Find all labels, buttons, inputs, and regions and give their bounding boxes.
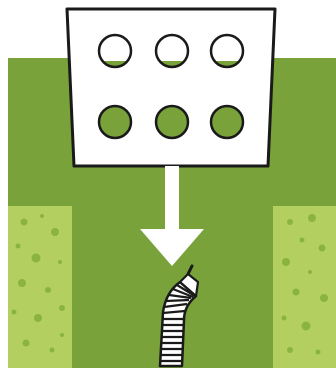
- filled-circle: [209, 104, 245, 140]
- bottom-circle-row: [97, 104, 245, 140]
- filled-circle: [97, 104, 133, 140]
- filled-circle: [154, 104, 190, 140]
- pipe-coil-rings: [161, 284, 196, 363]
- left-soil-speckles: [11, 214, 65, 353]
- top-circle-row: [97, 33, 245, 69]
- filter-panel-icon: [65, 7, 277, 168]
- partially-filled-circle: [154, 33, 190, 69]
- coiled-pipe-icon: [158, 264, 200, 368]
- down-arrow-icon: [140, 166, 204, 266]
- partially-filled-circle: [209, 33, 245, 69]
- right-soil-speckles: [281, 214, 328, 355]
- partially-filled-circle: [97, 33, 133, 69]
- right-soil-bank: [273, 206, 336, 368]
- left-soil-bank: [8, 206, 72, 368]
